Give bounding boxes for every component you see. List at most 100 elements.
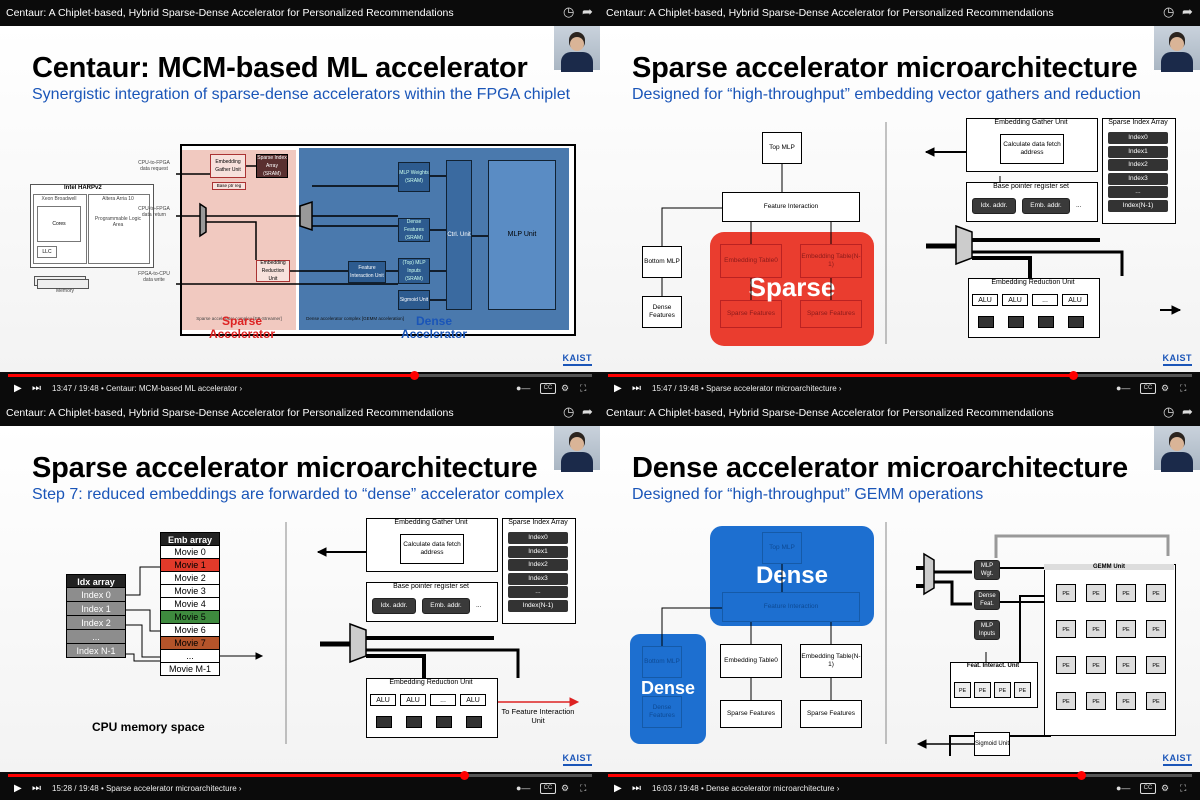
captions-icon[interactable]: CC: [1140, 383, 1156, 394]
progress-bar[interactable]: [8, 771, 592, 780]
host-label: Intel HARPv2: [64, 185, 102, 191]
time-text: 16:03 / 19:48: [652, 784, 699, 793]
progress-knob[interactable]: [460, 771, 470, 780]
time-display: 15:28 / 19:48 • Sparse accelerator micro…: [52, 784, 242, 793]
idx-array-cell: Index N-1: [66, 644, 126, 658]
speaker-video: [1154, 26, 1200, 72]
captions-icon[interactable]: CC: [1140, 783, 1156, 794]
speaker-video: [1154, 426, 1200, 472]
autoplay-toggle-icon[interactable]: ●—: [1116, 783, 1131, 793]
bpr-label: Base pointer register set: [393, 583, 469, 590]
autoplay-toggle-icon[interactable]: ●—: [1116, 383, 1131, 393]
progress-bar[interactable]: [608, 771, 1192, 780]
autoplay-toggle-icon[interactable]: ●—: [516, 783, 531, 793]
progress-knob[interactable]: [1077, 771, 1087, 780]
cores-box: Cores: [37, 206, 81, 242]
fullscreen-icon[interactable]: ⛶: [1180, 383, 1187, 393]
bottom-mlp-box: Bottom MLP: [642, 246, 682, 278]
ctrl-unit: Ctrl. Unit: [446, 160, 472, 310]
alu-output-icon: [978, 316, 994, 328]
captions-icon[interactable]: CC: [540, 383, 556, 394]
dense-overlay-text-top: Dense: [755, 562, 829, 589]
next-icon[interactable]: ⏭: [632, 383, 641, 394]
gather-unit-label: Embedding Gather Unit: [394, 519, 468, 526]
fullscreen-icon[interactable]: ⛶: [580, 383, 587, 393]
video-title[interactable]: Centaur: A Chiplet-based, Hybrid Sparse-…: [606, 407, 1054, 419]
video-title-bar: Centaur: A Chiplet-based, Hybrid Sparse-…: [0, 400, 600, 426]
settings-icon[interactable]: ⚙: [561, 383, 570, 393]
watch-later-icon[interactable]: ◷: [1163, 404, 1175, 419]
speaker-video: [554, 26, 600, 72]
base-ptr-reg-label: Base ptr reg: [216, 183, 242, 188]
share-icon[interactable]: ➦: [1182, 4, 1193, 19]
progress-knob[interactable]: [410, 371, 420, 380]
calc-address-label: Calculate data fetch address: [1003, 141, 1061, 156]
play-icon[interactable]: ▶: [614, 383, 622, 394]
captions-icon[interactable]: CC: [540, 783, 556, 794]
dense-features-sram-label: Dense Feat.: [978, 593, 996, 607]
top-mlp-inputs-sram: (Top) MLP Inputs (SRAM): [398, 258, 430, 284]
watch-later-icon[interactable]: ◷: [563, 4, 575, 19]
chapter-title[interactable]: Sparse accelerator microarchitecture: [105, 784, 237, 793]
share-icon[interactable]: ➦: [1182, 404, 1193, 419]
alu-box: ...: [430, 694, 456, 706]
next-icon[interactable]: ⏭: [632, 783, 641, 794]
video-panel-3: Centaur: A Chiplet-based, Hybrid Sparse-…: [0, 400, 600, 800]
progress-fill: [8, 774, 465, 777]
alu-output-icon: [376, 716, 392, 728]
chapter-title[interactable]: Centaur: MCM-based ML accelerator: [105, 384, 238, 393]
idx-array-cell: Index 2: [66, 616, 126, 630]
sigmoid-unit: Sigmoid Unit: [974, 732, 1010, 756]
progress-bar[interactable]: [8, 371, 592, 380]
share-icon[interactable]: ➦: [582, 404, 593, 419]
fullscreen-icon[interactable]: ⛶: [1180, 783, 1187, 793]
index-entry: Index(N-1): [1108, 199, 1168, 212]
chapter-title[interactable]: Sparse accelerator microarchitecture: [705, 384, 837, 393]
play-icon[interactable]: ▶: [14, 383, 22, 394]
embedding-table-0-label: Embedding Table0: [724, 657, 778, 664]
progress-knob[interactable]: [1069, 371, 1079, 380]
share-icon[interactable]: ➦: [582, 4, 593, 19]
video-title[interactable]: Centaur: A Chiplet-based, Hybrid Sparse-…: [6, 7, 454, 19]
pe-cell: PE: [1056, 656, 1076, 674]
pe-cell: PE: [1056, 584, 1076, 602]
slide: Sparse accelerator microarchitecture Des…: [600, 26, 1200, 372]
watch-later-icon[interactable]: ◷: [563, 404, 575, 419]
video-title[interactable]: Centaur: A Chiplet-based, Hybrid Sparse-…: [6, 407, 454, 419]
llc-box: LLC: [37, 246, 57, 258]
emb-addr-label: Emb. addr.: [430, 602, 462, 609]
next-icon[interactable]: ⏭: [32, 383, 41, 394]
dense-features-sram: Dense Features (SRAM): [398, 218, 430, 242]
cpu-memory-space-label: CPU memory space: [92, 720, 205, 734]
slide: Centaur: MCM-based ML accelerator Synerg…: [0, 26, 600, 372]
settings-icon[interactable]: ⚙: [1161, 783, 1170, 793]
settings-icon[interactable]: ⚙: [1161, 383, 1170, 393]
next-icon[interactable]: ⏭: [32, 783, 41, 794]
chapter-title[interactable]: Dense accelerator microarchitecture: [705, 784, 835, 793]
settings-icon[interactable]: ⚙: [561, 783, 570, 793]
embedding-table-n: Embedding Table(N-1): [800, 644, 862, 678]
mlp-weights-label: MLP Weights (SRAM): [399, 170, 429, 184]
sparse-overlay-text: Sparse: [748, 272, 836, 302]
alu-box: ALU: [460, 694, 486, 706]
reduction-unit-label: Embedding Reduction Unit: [389, 679, 473, 686]
play-icon[interactable]: ▶: [14, 783, 22, 794]
pe-cell: PE: [1146, 656, 1166, 674]
play-icon[interactable]: ▶: [614, 783, 622, 794]
pe-cell: PE: [1086, 584, 1106, 602]
progress-bar[interactable]: [608, 371, 1192, 380]
player-controls: ▶ ⏭ 15:47 / 19:48 • Sparse accelerator m…: [600, 371, 1200, 400]
fullscreen-icon[interactable]: ⛶: [580, 783, 587, 793]
bottom-mlp-box: Bottom MLP: [642, 646, 682, 678]
index-entry: Index0: [1108, 132, 1168, 144]
sparse-features-n: Sparse Features: [800, 300, 862, 328]
video-title[interactable]: Centaur: A Chiplet-based, Hybrid Sparse-…: [606, 7, 1054, 19]
base-ptr-reg: Base ptr reg: [212, 182, 246, 190]
pe-cell: PE: [1086, 692, 1106, 710]
alu-output-icon: [1008, 316, 1024, 328]
watch-later-icon[interactable]: ◷: [1163, 4, 1175, 19]
player-controls: ▶ ⏭ 16:03 / 19:48 • Dense accelerator mi…: [600, 771, 1200, 800]
idx-addr-label: Idx. addr.: [980, 202, 1008, 209]
autoplay-toggle-icon[interactable]: ●—: [516, 383, 531, 393]
